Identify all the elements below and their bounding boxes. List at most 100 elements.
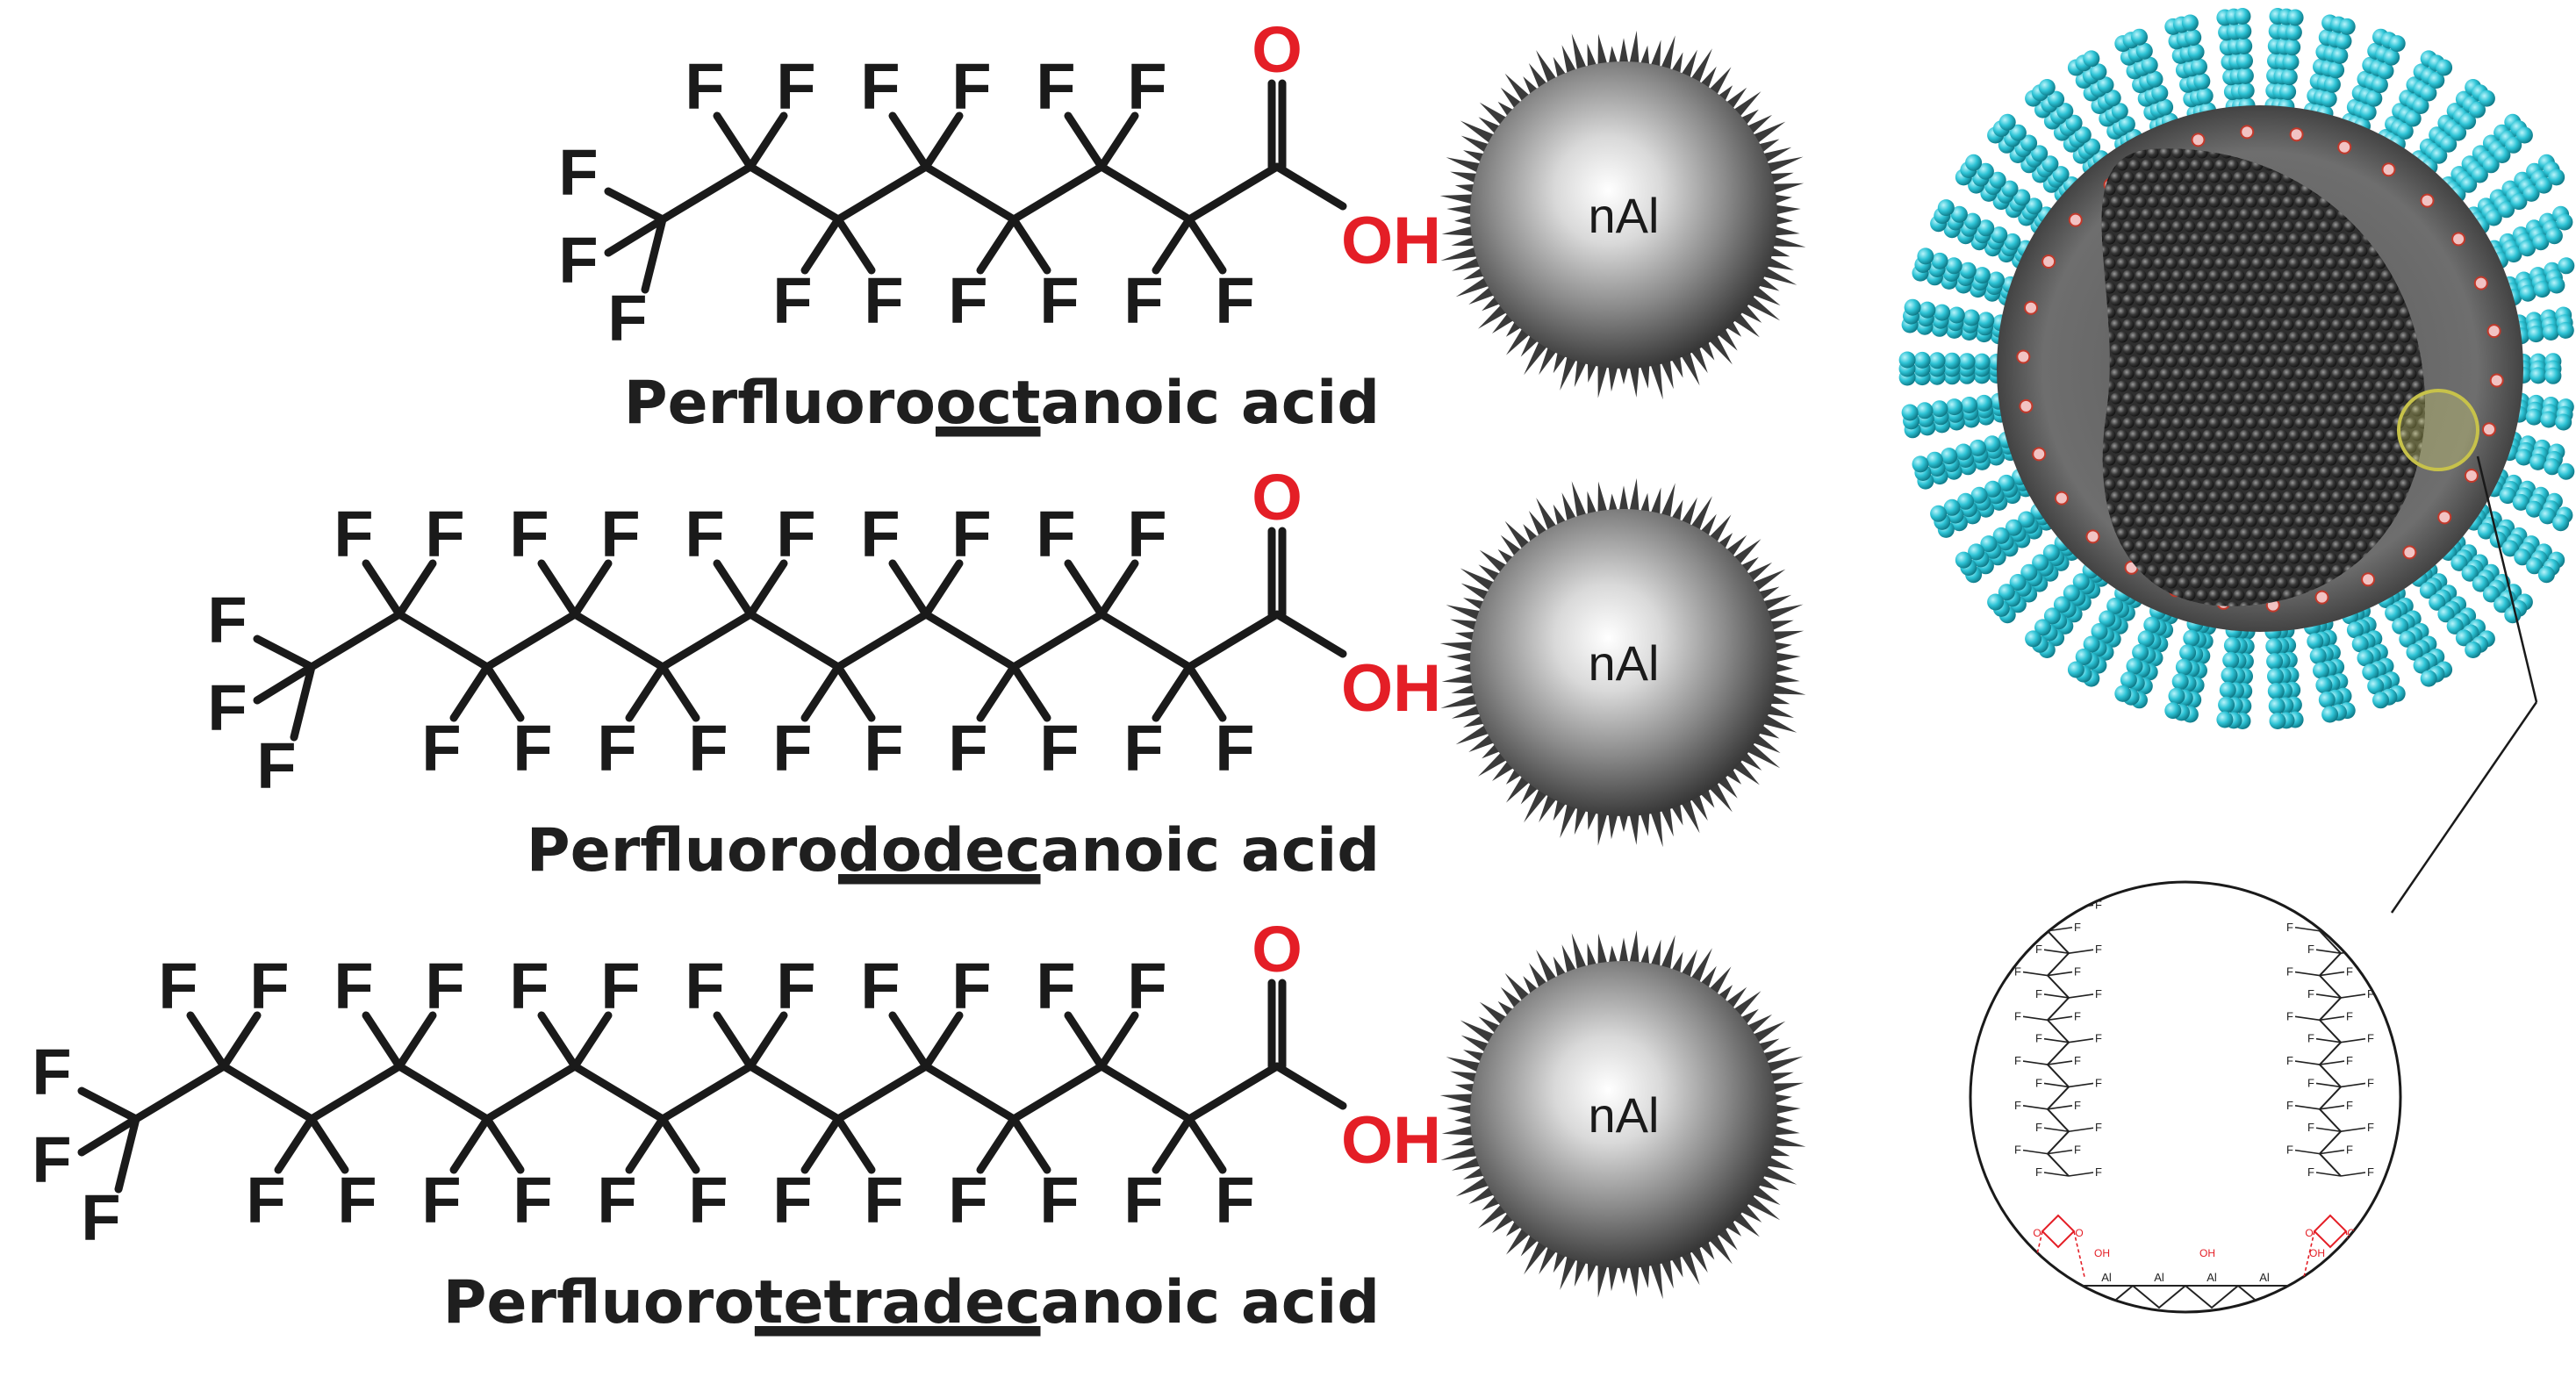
- shell-chain-bead: [2556, 213, 2573, 231]
- shell-chain-bead: [2001, 180, 2019, 197]
- core-atom-bead: [2282, 491, 2294, 503]
- core-atom-bead: [2178, 478, 2190, 491]
- core-atom-bead: [2362, 429, 2374, 441]
- zoom-fluorine-label: F: [2307, 943, 2314, 956]
- core-atom-bead: [2227, 233, 2239, 245]
- oxygen-atom-label: O: [1252, 13, 1302, 86]
- core-atom-bead: [2153, 429, 2165, 441]
- core-atom-bead: [2104, 478, 2116, 491]
- core-atom-bead: [2190, 552, 2202, 564]
- zoom-fluorine-label: F: [2035, 943, 2042, 956]
- zoom-cf-bond: [2319, 1105, 2345, 1110]
- shell-chain-bead: [2041, 155, 2059, 173]
- cf-bond: [834, 1115, 876, 1174]
- core-atom-bead: [2122, 417, 2135, 429]
- nal-label: nAl: [1589, 635, 1660, 691]
- shell-chain-bead: [2450, 554, 2468, 571]
- core-atom-bead: [2399, 355, 2411, 368]
- core-atom-bead: [2313, 331, 2325, 343]
- zoom-fluorine-label: F: [2346, 1009, 2353, 1022]
- shell-chain-bead: [2436, 59, 2453, 76]
- zoom-fluorine-label: F: [2286, 1099, 2293, 1112]
- core-atom-bead: [2165, 552, 2178, 564]
- carbon-backbone: [658, 162, 1347, 224]
- core-atom-bead: [2325, 233, 2337, 245]
- core-atom-bead: [2307, 196, 2319, 208]
- core-atom-bead: [2356, 294, 2368, 306]
- core-atom-bead: [2101, 196, 2110, 208]
- core-atom-bead: [2171, 417, 2184, 429]
- zoom-coordination-bond: [2073, 1230, 2085, 1278]
- core-atom-bead: [2221, 220, 2233, 233]
- core-atom-bead: [2313, 429, 2325, 441]
- core-atom-bead: [2343, 343, 2356, 355]
- core-atom-bead: [2122, 540, 2135, 552]
- core-atom-bead: [2202, 159, 2214, 171]
- core-atom-bead: [2300, 577, 2313, 589]
- core-atom-bead: [2128, 454, 2141, 466]
- shell-chain-bead: [2450, 124, 2467, 141]
- cf-bond: [395, 1011, 437, 1071]
- zoom-fluorine-label: F: [2286, 1009, 2293, 1022]
- core-atom-bead: [2190, 429, 2202, 441]
- core-atom-bead: [2196, 540, 2208, 552]
- core-atom-bead: [2337, 552, 2350, 564]
- core-atom-bead: [2104, 405, 2116, 417]
- core-atom-bead: [2288, 429, 2300, 441]
- core-atom-bead: [2171, 564, 2184, 577]
- core-atom-bead: [2288, 355, 2300, 368]
- core-atom-bead: [2264, 233, 2276, 245]
- core-atom-bead: [2122, 319, 2135, 331]
- core-atom-bead: [2165, 355, 2178, 368]
- core-atom-bead: [2135, 269, 2147, 282]
- shell-chain-bead: [1934, 304, 1951, 321]
- core-atom-bead: [2282, 319, 2294, 331]
- shell-chain-bead: [1913, 351, 1931, 369]
- acid-name: Perfluorotetradecanoic acid: [443, 1268, 1380, 1337]
- core-atom-bead: [2208, 564, 2221, 577]
- core-atom-bead: [2257, 220, 2270, 233]
- cf-bond: [834, 663, 876, 722]
- core-atom-bead: [2165, 478, 2178, 491]
- core-atom-bead: [2171, 148, 2184, 159]
- cf-bond: [483, 1115, 525, 1174]
- cf-bond: [570, 559, 613, 619]
- cf-bond: [713, 1011, 755, 1071]
- zoom-cf-bond: [2340, 904, 2366, 910]
- core-atom-bead: [2214, 306, 2227, 319]
- zoom-al-label: Al: [2312, 1271, 2322, 1284]
- shell-chain-bead: [2399, 630, 2416, 648]
- shell-chain-bead: [1964, 212, 1981, 230]
- core-atom-bead: [2128, 183, 2141, 196]
- zoom-fluorine-label: F: [2367, 1165, 2374, 1179]
- core-atom-bead: [2343, 515, 2356, 527]
- core-atom-bead: [2165, 405, 2178, 417]
- core-atom-bead: [2190, 454, 2202, 466]
- core-atom-bead: [2122, 466, 2135, 478]
- core-atom-bead: [2122, 269, 2135, 282]
- core-atom-bead: [2190, 331, 2202, 343]
- core-atom-bead: [2147, 294, 2159, 306]
- core-atom-bead: [2196, 196, 2208, 208]
- core-atom-bead: [2276, 429, 2288, 441]
- core-atom-bead: [2165, 429, 2178, 441]
- core-atom-bead: [2135, 540, 2147, 552]
- core-atom-bead: [2202, 405, 2214, 417]
- core-atom-bead: [2350, 405, 2362, 417]
- core-atom-bead: [2221, 245, 2233, 257]
- shell-chain-bead: [2053, 596, 2070, 613]
- core-atom-bead: [2307, 491, 2319, 503]
- carbon-backbone: [307, 610, 1347, 671]
- core-atom-bead: [2116, 282, 2128, 294]
- zoom-surface-oxygen-label: O: [2128, 1309, 2137, 1322]
- core-atom-bead: [2288, 233, 2300, 245]
- core-atom-bead: [2221, 368, 2233, 380]
- core-atom-bead: [2141, 183, 2153, 196]
- zoom-fluorine-label: F: [2074, 965, 2081, 979]
- fluorine-atom-label: F: [948, 1164, 987, 1237]
- core-atom-bead: [2319, 540, 2331, 552]
- shell-chain-bead: [2269, 713, 2286, 729]
- core-atom-bead: [2362, 380, 2374, 392]
- core-atom-bead: [2165, 306, 2178, 319]
- core-atom-bead: [2251, 380, 2264, 392]
